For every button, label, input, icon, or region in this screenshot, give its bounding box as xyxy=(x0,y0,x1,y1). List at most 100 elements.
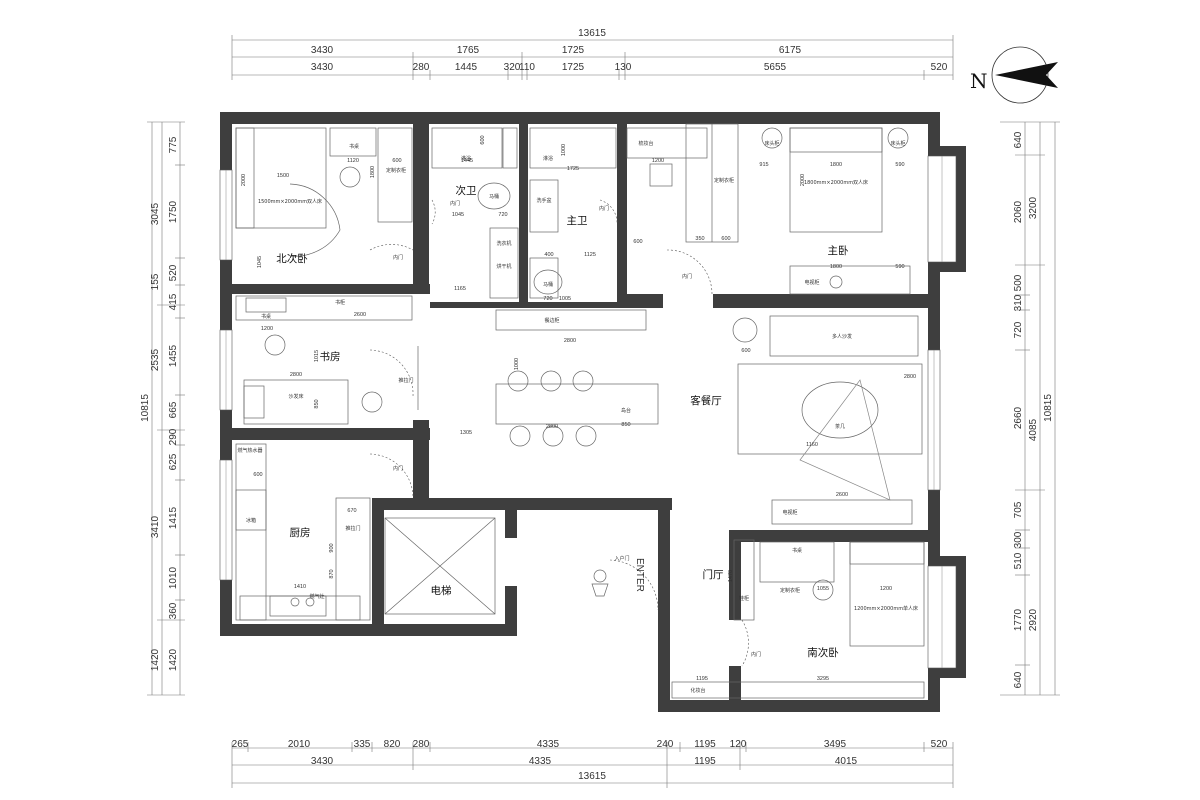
fd-mr-590: 590 xyxy=(895,162,904,168)
dim-top-r1-3: 6175 xyxy=(779,45,802,56)
dim-bot-r1-4: 280 xyxy=(413,739,430,750)
dim-right-in-5: 2660 xyxy=(1013,406,1024,429)
dimension-lines xyxy=(147,35,1060,788)
room-south-bedroom: 南次卧 xyxy=(807,646,839,659)
note-bed-1500: 1500mm×2000mm双人床 xyxy=(258,198,322,205)
note-nb-desk: 书桌 xyxy=(349,143,359,150)
note-island: 岛台 xyxy=(621,407,631,414)
fd-sb-720: 720 xyxy=(498,212,507,218)
dim-left-mid-4: 1420 xyxy=(150,648,161,671)
dim-bot-r1-2: 335 xyxy=(354,739,371,750)
dim-left-in-9: 1010 xyxy=(168,566,179,589)
dim-right-in-4: 720 xyxy=(1013,321,1024,338)
note-bed-1200: 1200mm×2000mm单人床 xyxy=(854,605,918,612)
dim-top-r2-8: 520 xyxy=(931,62,948,73)
note-mb-shower: 淋浴 xyxy=(543,155,553,162)
note-water-heater: 燃气热水器 xyxy=(237,447,262,454)
dim-bot-r1-7: 1195 xyxy=(694,739,716,750)
fd-dl-1305: 1305 xyxy=(460,430,472,436)
fd-st-1200: 1200 xyxy=(261,326,273,332)
dim-left-in-4: 1455 xyxy=(168,344,179,367)
dim-left-in-10: 360 xyxy=(168,602,179,619)
fd-mr-2000: 2000 xyxy=(800,174,806,186)
note-sofa-bed: 沙发床 xyxy=(288,393,303,400)
fd-nb-2000: 2000 xyxy=(241,174,247,186)
room-second-bath: 次卫 xyxy=(456,184,477,197)
note-dresser: 梳妆台 xyxy=(638,140,653,147)
fd-nb-1165: 1165 xyxy=(454,286,466,292)
fd-dl-2800b: 2800 xyxy=(546,424,558,430)
dim-right-in-6: 705 xyxy=(1013,501,1024,518)
note-stove: 燃气灶 xyxy=(309,593,324,600)
dim-left-in-1: 1750 xyxy=(168,200,179,223)
dim-right-mid-2: 2920 xyxy=(1028,608,1039,631)
room-master-bedroom: 主卧 xyxy=(828,244,849,257)
fd-st-2800: 2800 xyxy=(290,372,302,378)
note-mr-tv: 电视柜 xyxy=(804,279,819,286)
fd-mr-1800: 1800 xyxy=(830,162,842,168)
dim-top-r2-5: 1725 xyxy=(562,62,585,73)
fd-sb-1000: 1000 xyxy=(561,144,567,156)
note-makeup: 化妆台 xyxy=(690,687,705,694)
note-sliding-door: 推拉门 xyxy=(398,377,413,384)
note-shoe-cabinet: 鞋柜 xyxy=(739,595,749,602)
note-fridge: 冰箱 xyxy=(246,517,256,524)
note-dryer: 烘干机 xyxy=(496,263,511,270)
note-mb-toilet: 马桶 xyxy=(543,281,553,288)
fd-mr-600: 600 xyxy=(721,236,730,242)
fd-nb-1800: 1800 xyxy=(370,166,376,178)
fd-kt-900: 900 xyxy=(329,543,335,552)
fd-kt-1410: 1410 xyxy=(294,584,306,590)
fd-st-1015: 1015 xyxy=(314,350,320,362)
dim-right-mid-1: 4085 xyxy=(1028,418,1039,441)
note-mr-wardrobe: 定制衣柜 xyxy=(714,177,734,184)
dim-top-r2-6: 130 xyxy=(615,62,632,73)
dim-left-mid-0: 3045 xyxy=(150,202,161,225)
dim-bot-r1-5: 4335 xyxy=(537,739,560,750)
note-sb-shower: 淋浴 xyxy=(461,155,471,162)
fd-nb-1120: 1120 xyxy=(347,158,359,164)
fd-kt-670: 670 xyxy=(347,508,356,514)
fd-mb-1005: 1005 xyxy=(559,296,571,302)
dim-bot-total: 13615 xyxy=(578,771,606,782)
dim-bot-r2-1: 4335 xyxy=(529,756,552,767)
room-kitchen: 厨房 xyxy=(290,526,311,539)
fd-lv-600: 600 xyxy=(741,348,750,354)
room-master-bath: 主卫 xyxy=(567,215,588,227)
windows xyxy=(219,155,957,669)
dim-top-r1-0: 3430 xyxy=(311,45,334,56)
dim-left-total: 10815 xyxy=(140,394,151,422)
enter-label: ENTER xyxy=(634,558,645,592)
fd-mr-1800b: 1800 xyxy=(830,264,842,270)
dim-left-in-3: 415 xyxy=(168,293,179,310)
interior-walls xyxy=(232,124,929,700)
note-kt-door: 内门 xyxy=(393,465,403,472)
north-compass xyxy=(991,46,1058,104)
dim-bot-r1-6: 240 xyxy=(657,739,674,750)
person-figure-entry xyxy=(591,569,609,597)
exterior-walls xyxy=(220,112,966,712)
fd-st-2600: 2600 xyxy=(354,312,366,318)
note-tv-cabinet: 电视柜 xyxy=(782,509,797,516)
dim-left-in-11: 1420 xyxy=(168,648,179,671)
dim-left-in-8: 1415 xyxy=(168,506,179,529)
fd-lv-2600: 2600 xyxy=(836,492,848,498)
fd-mr-350: 350 xyxy=(695,236,704,242)
dim-right-mid-0: 3200 xyxy=(1028,196,1039,219)
dim-top-r1-2: 1725 xyxy=(562,45,585,56)
fd-sr-1200: 1200 xyxy=(880,586,892,592)
note-nightstand-l: 床头柜 xyxy=(764,140,779,147)
fd-sb-1445: 1445 xyxy=(461,158,473,164)
furniture xyxy=(235,123,925,699)
fd-fy-1195: 1195 xyxy=(696,676,708,682)
fd-nb-1045: 1045 xyxy=(257,256,263,268)
dim-left-in-6: 290 xyxy=(168,428,179,445)
fd-mr-915: 915 xyxy=(759,162,768,168)
fd-mb-400: 400 xyxy=(544,252,553,258)
note-washer: 洗衣机 xyxy=(496,240,511,247)
dim-top-r2-4: 110 xyxy=(519,62,535,73)
dim-left-in-2: 520 xyxy=(168,264,179,281)
dim-bot-r1-8: 120 xyxy=(730,739,747,750)
dim-bot-r2-0: 3430 xyxy=(311,756,334,767)
